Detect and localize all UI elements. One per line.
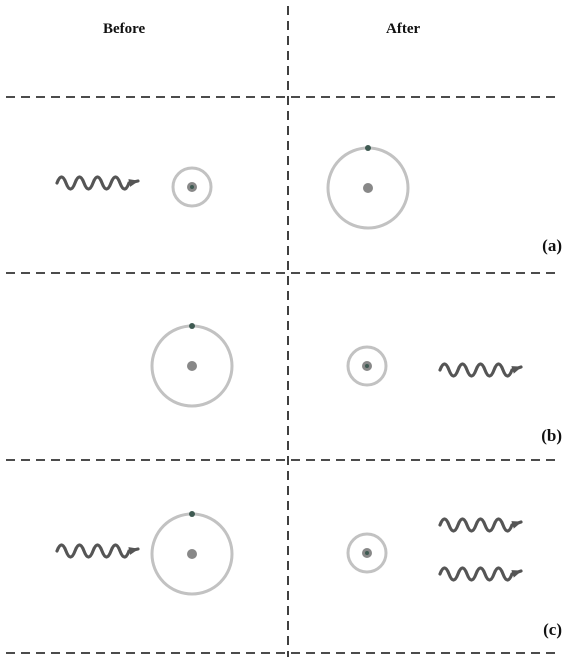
photon-icon <box>55 175 140 191</box>
electron <box>189 323 195 329</box>
nucleus <box>363 183 373 193</box>
row-label-b: (b) <box>541 426 562 445</box>
nucleus <box>187 549 197 559</box>
photon-icon <box>55 543 140 559</box>
electron <box>365 145 371 151</box>
electron <box>365 551 369 555</box>
row-label-c: (c) <box>543 620 562 639</box>
orbit-small <box>346 532 388 574</box>
row-a-after <box>326 145 410 230</box>
electron <box>365 364 369 368</box>
row-a-before <box>55 166 213 208</box>
row-label-a: (a) <box>542 236 562 255</box>
orbit-small <box>346 345 388 387</box>
header-before: Before <box>103 21 146 37</box>
photon-icon <box>438 566 523 582</box>
electron <box>190 185 194 189</box>
row-b-before <box>150 323 234 408</box>
photon-icon <box>438 517 523 533</box>
nucleus <box>187 361 197 371</box>
photon-icon <box>438 362 523 378</box>
row-c-before <box>55 511 234 596</box>
header-after: After <box>386 21 421 37</box>
orbit-small <box>171 166 213 208</box>
row-b-after <box>346 345 523 387</box>
row-c-after <box>346 517 523 582</box>
electron <box>189 511 195 517</box>
